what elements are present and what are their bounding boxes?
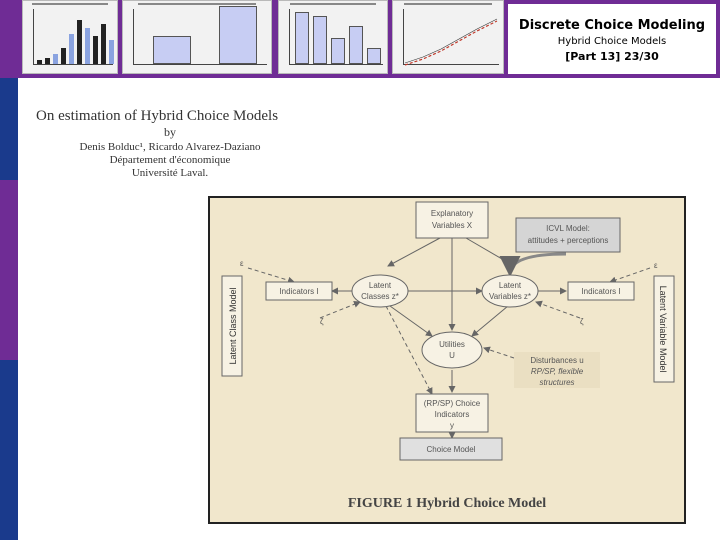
hybrid-choice-diagram: Explanatory Variables X ICVL Model: atti… (221, 201, 675, 461)
paper-authors: Denis Bolduc¹, Ricardo Alvarez-Daziano (79, 141, 261, 153)
zeta-left-symbol: ζ (320, 317, 324, 326)
thumbnail-bar-chart-2 (122, 0, 272, 74)
disturbances-line3: structures (539, 378, 574, 387)
paper-header: On estimation of Hybrid Choice Models by… (30, 108, 310, 179)
slide-title-box: Discrete Choice Modeling Hybrid Choice M… (506, 2, 718, 76)
utilities-line1: Utilities (439, 340, 465, 349)
latent-variables-line1: Latent (499, 281, 522, 290)
icvl-line1: ICVL Model: (546, 224, 590, 233)
explanatory-variables-node (415, 201, 489, 239)
thumbnail-line-chart (392, 0, 504, 74)
zeta-right-symbol: ζ (580, 317, 584, 326)
disturbances-line1: Disturbances u (530, 356, 583, 365)
hybrid-choice-model-figure: Explanatory Variables X ICVL Model: atti… (208, 196, 686, 524)
choice-indicators-node (415, 393, 489, 433)
choice-model-label: Choice Model (427, 445, 476, 454)
epsilon-left-symbol: ε (240, 259, 244, 268)
disturbances-node (514, 352, 600, 388)
latent-classes-line2: Classes z* (361, 292, 399, 301)
thumbnail-bar-chart-1 (22, 0, 118, 74)
choice-model-node (399, 437, 503, 461)
latent-classes-line1: Latent (369, 281, 392, 290)
utilities-line2: U (449, 351, 455, 360)
explanatory-line1: Explanatory (431, 209, 473, 218)
part-page-indicator: [Part 13] 23/30 (565, 50, 659, 63)
latent-variables-line2: Variables z* (489, 292, 531, 301)
figure-caption: FIGURE 1 Hybrid Choice Model (347, 496, 547, 511)
latent-variable-model-side-box (653, 275, 675, 383)
latent-variables-node (481, 274, 539, 308)
latent-class-model-label: Latent Class Model (228, 287, 238, 364)
course-title: Discrete Choice Modeling (518, 18, 706, 33)
indicators-left-label: Indicators I (279, 287, 318, 296)
left-stripe-middle (0, 180, 18, 360)
indicators-left-node (265, 281, 333, 301)
indicators-right-node (567, 281, 635, 301)
paper-by: by (164, 125, 176, 139)
utilities-node (421, 331, 483, 369)
latent-class-model-side-box (221, 275, 243, 377)
header-banner: Discrete Choice Modeling Hybrid Choice M… (0, 0, 720, 78)
paper-title: On estimation of Hybrid Choice Models (36, 108, 279, 124)
latent-variable-model-label: Latent Variable Model (658, 286, 668, 373)
indicators-right-label: Indicators I (581, 287, 620, 296)
paper-university: Université Laval. (131, 167, 209, 179)
disturbances-line2: RP/SP, flexible (531, 367, 584, 376)
slide-subtitle: Hybrid Choice Models (557, 36, 667, 47)
left-stripe-bottom (0, 360, 18, 540)
left-stripe-top (0, 78, 18, 180)
paper-department: Département d'économique (109, 154, 231, 166)
choice-indicators-line1: (RP/SP) Choice (424, 399, 481, 408)
choice-indicators-line3: y (450, 421, 454, 430)
icvl-model-node (515, 217, 621, 253)
thumbnail-bar-chart-3 (278, 0, 388, 74)
choice-indicators-line2: Indicators (435, 410, 470, 419)
explanatory-line2: Variables X (432, 221, 473, 230)
latent-classes-node (351, 274, 409, 308)
icvl-line2: attitudes + perceptions (528, 236, 609, 245)
epsilon-right-symbol: ε (654, 261, 658, 270)
